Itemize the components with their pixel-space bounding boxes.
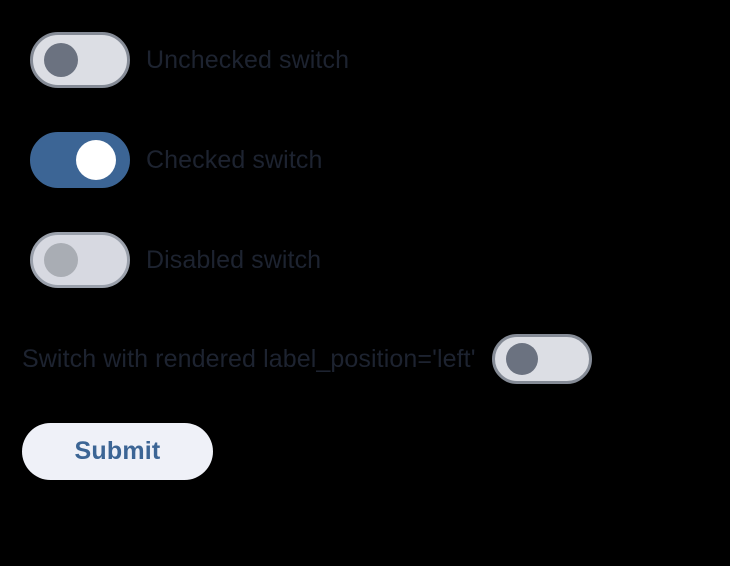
switch-knob-icon — [44, 43, 78, 77]
label-left-switch-toggle[interactable] — [491, 334, 592, 384]
label-left-switch-label: Switch with rendered label_position='lef… — [22, 344, 476, 373]
disabled-switch-toggle — [30, 232, 130, 288]
unchecked-switch-label: Unchecked switch — [146, 45, 350, 74]
switch-row-unchecked: Unchecked switch — [30, 32, 349, 88]
switch-knob-icon — [505, 343, 538, 375]
switch-row-checked: Checked switch — [30, 132, 322, 188]
switch-knob-icon — [76, 140, 116, 180]
switch-row-label-left: Switch with rendered label_position='lef… — [22, 334, 592, 384]
checked-switch-label: Checked switch — [146, 145, 323, 174]
unchecked-switch-toggle[interactable] — [30, 32, 130, 88]
disabled-switch-label: Disabled switch — [146, 245, 322, 274]
switch-knob-icon — [44, 243, 78, 277]
submit-button[interactable]: Submit — [22, 423, 213, 480]
checked-switch-toggle[interactable] — [30, 132, 130, 188]
switch-row-disabled: Disabled switch — [30, 232, 321, 288]
